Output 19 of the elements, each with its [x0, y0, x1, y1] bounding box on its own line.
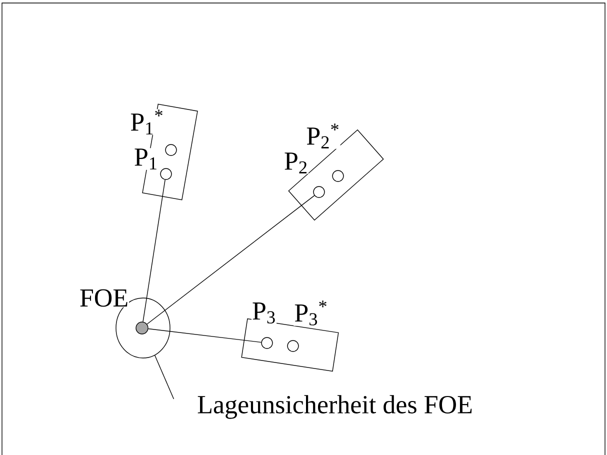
foe-point	[136, 322, 148, 334]
point-label: P$_{3}$*	[294, 300, 328, 326]
point-label: P$_{3}$	[251, 302, 277, 324]
point-circle	[261, 337, 273, 349]
point-label: P$_{1}$	[133, 148, 159, 170]
point-circle	[313, 186, 325, 198]
point-circle	[332, 170, 344, 182]
point-label: FOE	[78, 288, 130, 308]
connecting-line	[148, 328, 262, 343]
point-label: P$_{2}$*	[306, 123, 340, 149]
leader-line	[154, 355, 174, 400]
point-label: P$_{2}$	[283, 152, 309, 174]
connecting-line	[142, 179, 166, 322]
point-circle	[160, 168, 172, 180]
connecting-line	[146, 195, 315, 324]
point-circle	[287, 340, 299, 352]
point-circle	[165, 144, 177, 156]
caption-text: Lageunsicherheit des FOE	[198, 395, 472, 419]
point-label: P$_{1}$*	[130, 109, 164, 135]
